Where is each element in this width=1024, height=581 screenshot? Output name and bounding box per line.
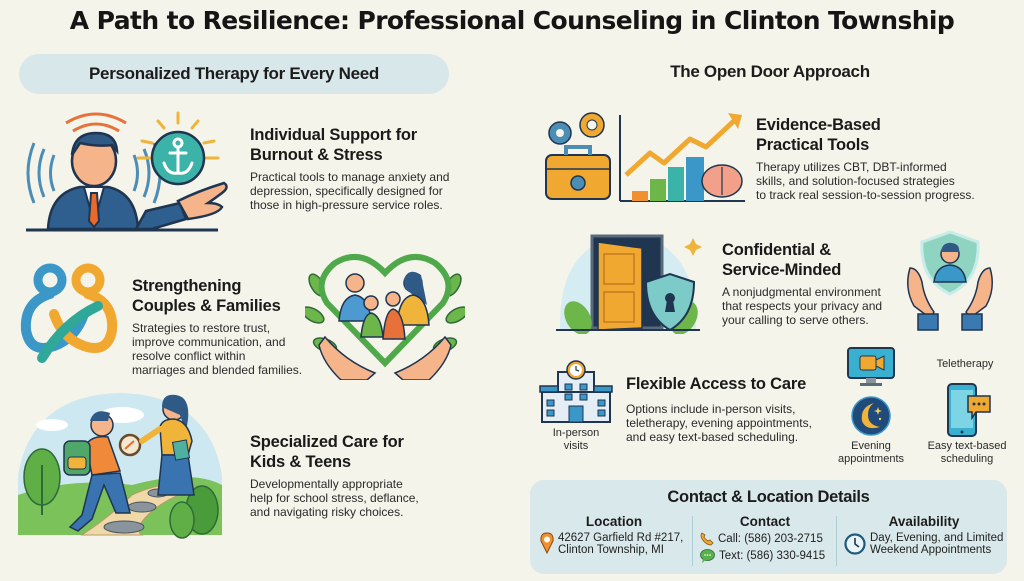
location-heading: Location [585, 514, 643, 529]
desc-line: skills, and solution-focused strategies [756, 174, 955, 188]
moon-icon [850, 395, 892, 437]
availability-text: Day, Evening, and Limited Weekend Appoin… [870, 532, 1003, 556]
phone-icon [700, 532, 714, 546]
label-line: scheduling [940, 453, 994, 465]
desc-line: Strategies to restore trust, [132, 321, 271, 335]
phone-chat-icon [946, 382, 992, 438]
desc-line: Developmentally appropriate [250, 477, 403, 491]
right-section-heading: The Open Door Approach [670, 62, 870, 81]
person-anchor-icon [18, 103, 238, 243]
text-number[interactable]: Text: (586) 330-9415 [719, 550, 826, 562]
left-section-heading-text: Personalized Therapy for Every Need [89, 64, 379, 83]
teen-path-icon [12, 385, 227, 545]
title-line: Service-Minded [722, 261, 842, 279]
item-title: Individual Support for Burnout & Stress [250, 125, 490, 165]
item-title: Specialized Care for Kids & Teens [250, 432, 470, 472]
desc-line: Options include in-person visits, [626, 402, 796, 416]
contact-column: Contact Call: (586) 203-2715 Text: (586)… [700, 514, 830, 566]
column-divider [692, 516, 693, 566]
title-line: Evidence-Based [756, 116, 881, 134]
desc-line: help for school stress, deflance, [250, 491, 419, 505]
chat-bubble-icon [700, 549, 715, 563]
item-title: Confidential & Service-Minded [722, 240, 912, 280]
interlinked-people-icon [14, 262, 124, 367]
title-line: Burnout & Stress [250, 146, 383, 164]
item-description: Developmentally appropriate help for sch… [250, 477, 470, 519]
contact-heading: Contact [739, 514, 791, 529]
availability-line: Day, Evening, and Limited [870, 532, 1004, 544]
desc-line: those in high-pressure service roles. [250, 198, 443, 212]
desc-line: your calling to serve others. [722, 313, 869, 327]
desc-line: teletherapy, evening appointments, [626, 416, 812, 430]
item-title: Flexible Access to Care [626, 375, 807, 393]
availability-line: Weekend Appointments [870, 544, 992, 556]
title-line: Couples & Families [132, 297, 281, 315]
call-number[interactable]: Call: (586) 203-2715 [718, 533, 823, 545]
desc-line: and navigating risky choices. [250, 505, 404, 519]
in-person-label: In-person visits [536, 427, 616, 453]
text-link[interactable]: Text: (586) 330-9415 [700, 549, 830, 563]
location-pin-icon [540, 532, 554, 554]
call-link[interactable]: Call: (586) 203-2715 [700, 532, 830, 546]
title-line: Individual Support for [250, 126, 418, 144]
door-shield-icon [548, 222, 708, 334]
protected-person-hands-icon [900, 228, 1000, 333]
label-line: visits [563, 440, 589, 452]
kids-teens-block: Specialized Care for Kids & Teens Develo… [250, 432, 470, 519]
left-section-heading: Personalized Therapy for Every Need [19, 54, 449, 94]
teletherapy-label: Teletherapy [936, 358, 994, 370]
desc-line: resolve conflict within [132, 349, 246, 363]
desc-line: A nonjudgmental environment [722, 285, 881, 299]
toolbox-chart-icon [540, 105, 750, 205]
desc-line: improve communication, and [132, 335, 286, 349]
family-heart-hands-icon [305, 245, 465, 380]
desc-line: to track real session-to-session progres… [756, 188, 975, 202]
column-divider [836, 516, 837, 566]
address-line: Clinton Township, MI [558, 544, 664, 556]
item-description: Strategies to restore trust, improve com… [132, 321, 332, 377]
availability-heading: Availability [888, 514, 960, 529]
desc-line: that respects your privacy and [722, 299, 883, 313]
item-title: Strengthening Couples & Families [132, 276, 332, 316]
label-line: Easy text-based [927, 440, 1007, 452]
address-text: 42627 Garfield Rd #217, Clinton Township… [558, 532, 683, 556]
individual-support-block: Individual Support for Burnout & Stress … [250, 125, 490, 212]
contact-title: Contact & Location Details [667, 488, 870, 506]
title-line: Kids & Teens [250, 453, 351, 471]
item-description: Options include in-person visits, teleth… [626, 402, 836, 444]
building-icon [538, 358, 614, 424]
label-line: Evening [851, 440, 891, 452]
title-line: Practical Tools [756, 136, 870, 154]
availability-column: Availability Day, Evening, and Limited W… [844, 514, 1004, 566]
item-description: A nonjudgmental environment that respect… [722, 285, 912, 327]
confidential-block: Confidential & Service-Minded A nonjudgm… [722, 240, 912, 327]
couples-families-block: Strengthening Couples & Families Strateg… [132, 276, 332, 377]
flexible-access-block: Flexible Access to Care Options include … [626, 374, 836, 444]
evening-label: Evening appointments [828, 440, 914, 466]
address: 42627 Garfield Rd #217, Clinton Township… [540, 532, 688, 556]
desc-line: depression, specifically designed for [250, 184, 443, 198]
text-scheduling-label: Easy text-based scheduling [915, 440, 1019, 466]
clock-icon [844, 533, 866, 555]
title-line: Strengthening [132, 277, 242, 295]
teletherapy-monitor-icon [846, 346, 896, 388]
desc-line: Practical tools to manage anxiety and [250, 170, 450, 184]
address-line: 42627 Garfield Rd #217, [558, 532, 684, 544]
item-title: Evidence-Based Practical Tools [756, 115, 1006, 155]
contact-panel: Contact & Location Details Location 4262… [530, 480, 1007, 574]
evidence-based-block: Evidence-Based Practical Tools Therapy u… [756, 115, 1006, 202]
item-description: Practical tools to manage anxiety and de… [250, 170, 490, 212]
desc-line: Therapy utilizes CBT, DBT-informed [756, 160, 947, 174]
title-line: Confidential & [722, 241, 832, 259]
desc-line: marriages and blended families. [132, 363, 303, 377]
label-line: appointments [837, 453, 905, 465]
location-column: Location 42627 Garfield Rd #217, Clinton… [540, 514, 688, 566]
title-line: Specialized Care for [250, 433, 404, 451]
item-description: Therapy utilizes CBT, DBT-informed skill… [756, 160, 1006, 202]
desc-line: and easy text-based scheduling. [626, 430, 799, 444]
page-title: A Path to Resilience: Professional Couns… [69, 6, 955, 35]
label-line: In-person [552, 427, 600, 439]
availability-info: Day, Evening, and Limited Weekend Appoin… [844, 532, 1004, 556]
